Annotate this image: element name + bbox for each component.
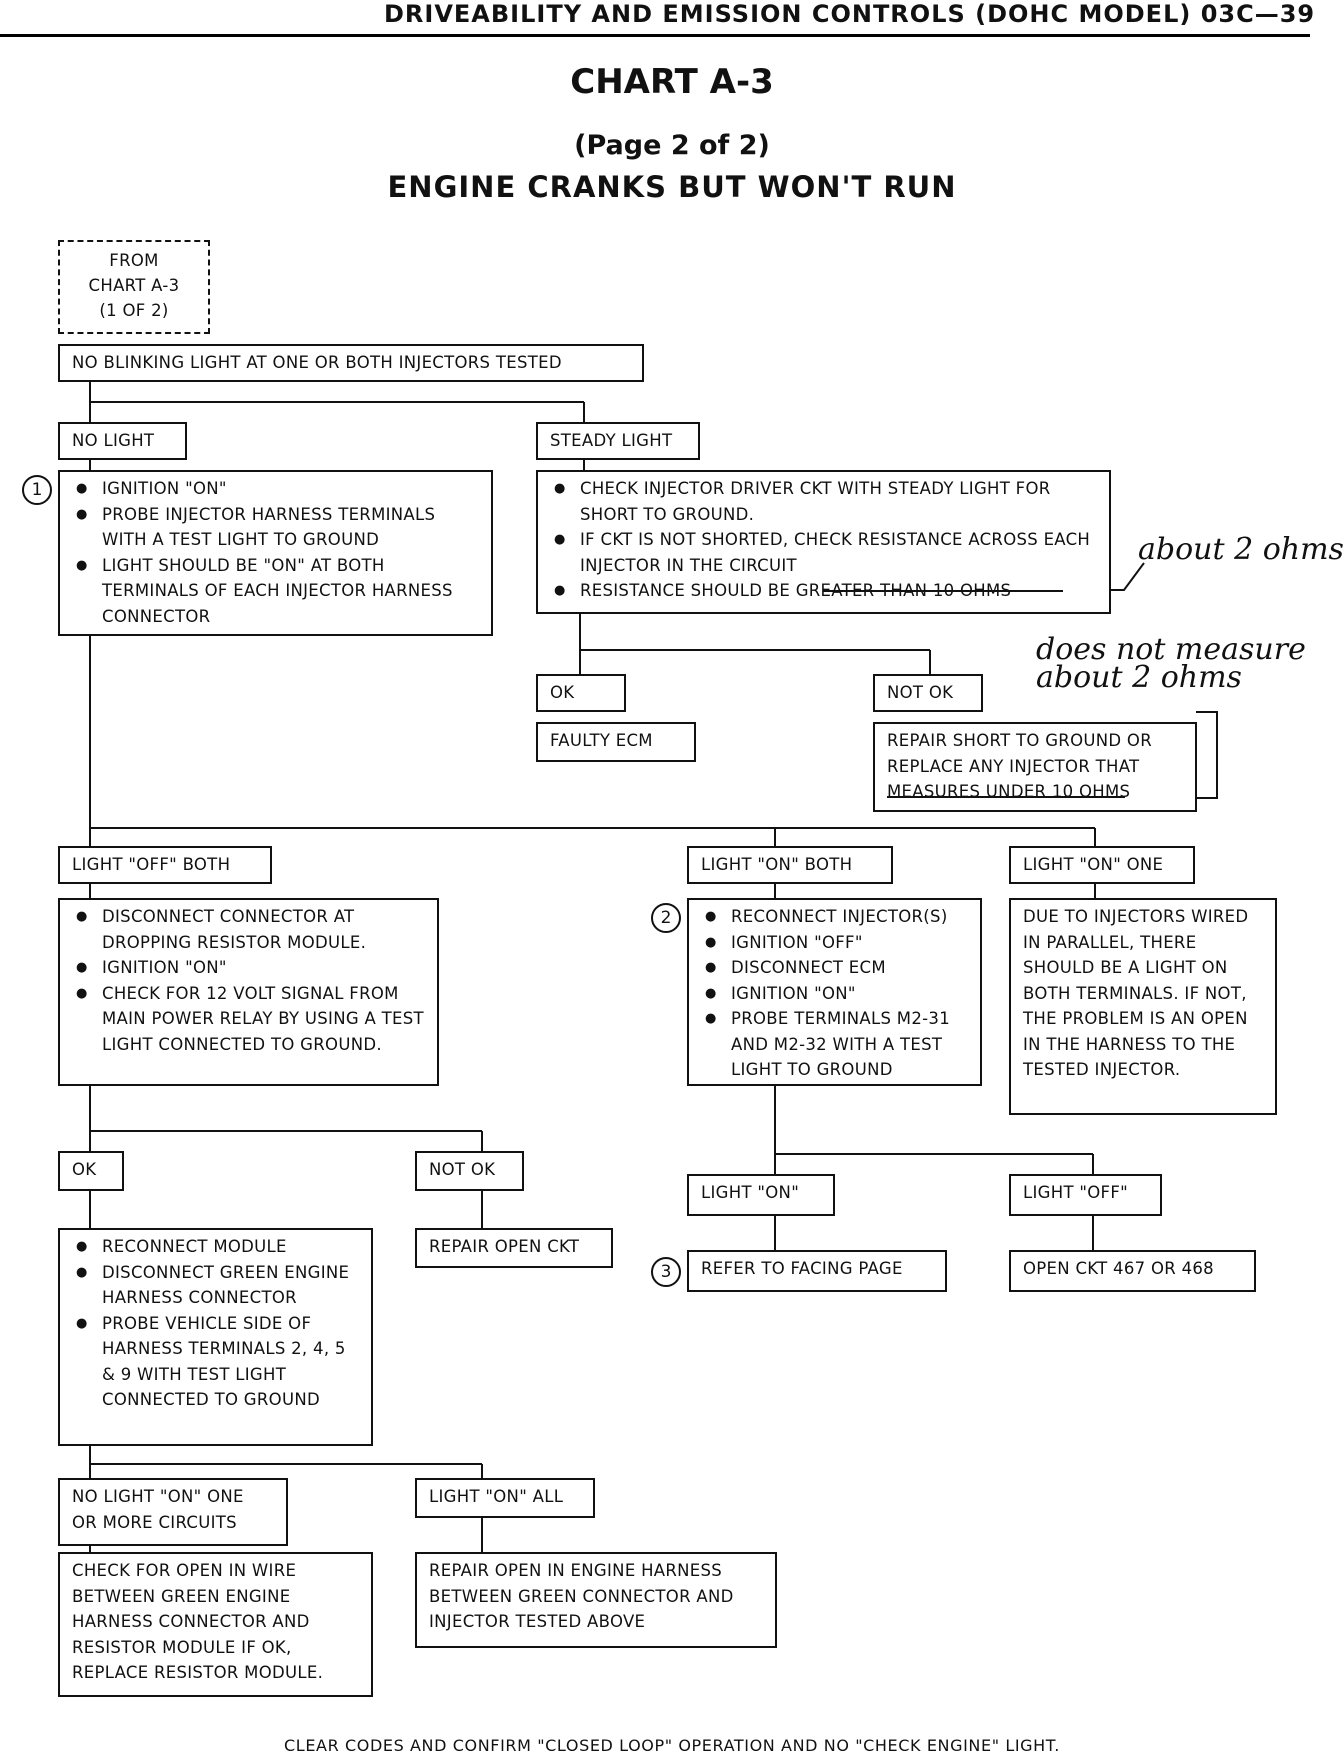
steady-ok-label: OK xyxy=(536,674,626,712)
light-off-not-ok-label: NOT OK xyxy=(415,1151,524,1191)
strikethrough xyxy=(823,590,1063,592)
ok-step: RECONNECT MODULE xyxy=(72,1234,359,1260)
footer-instruction: CLEAR CODES AND CONFIRM "CLOSED LOOP" OP… xyxy=(284,1736,1060,1755)
steady-not-ok-label: NOT OK xyxy=(873,674,983,712)
light-off-step: DISCONNECT CONNECTOR AT DROPPING RESISTO… xyxy=(72,904,425,955)
from-line-3: (1 OF 2) xyxy=(99,301,169,320)
light-on-step: IGNITION "ON" xyxy=(701,981,968,1007)
light-on-step: DISCONNECT ECM xyxy=(701,955,968,981)
light-on-one-label: LIGHT "ON" ONE xyxy=(1009,846,1195,884)
ecm-light-on-label: LIGHT "ON" xyxy=(687,1174,835,1216)
light-off-step: IGNITION "ON" xyxy=(72,955,425,981)
light-off-ok-label: OK xyxy=(58,1151,124,1191)
header-rule xyxy=(0,34,1310,37)
repair-short-text: REPAIR SHORT TO GROUND OR REPLACE ANY IN… xyxy=(887,731,1152,801)
no-light-step: LIGHT SHOULD BE "ON" AT BOTH TERMINALS O… xyxy=(72,553,479,630)
faulty-ecm-box: FAULTY ECM xyxy=(536,722,696,762)
light-off-step: CHECK FOR 12 VOLT SIGNAL FROM MAIN POWER… xyxy=(72,981,425,1058)
repair-engine-harness-box: REPAIR OPEN IN ENGINE HARNESS BETWEEN GR… xyxy=(415,1552,777,1648)
refer-facing-page-box: REFER TO FACING PAGE xyxy=(687,1250,947,1292)
from-line-2: CHART A-3 xyxy=(88,276,180,295)
page-label: (Page 2 of 2) xyxy=(574,130,770,161)
steady-light-steps: CHECK INJECTOR DRIVER CKT WITH STEADY LI… xyxy=(536,470,1111,614)
handwritten-note-not-ok-1: does not measure xyxy=(1036,632,1306,667)
step-marker-3: 3 xyxy=(651,1257,681,1287)
light-on-both-label: LIGHT "ON" BOTH xyxy=(687,846,893,884)
no-light-step: IGNITION "ON" xyxy=(72,476,479,502)
no-light-circuits-label: NO LIGHT "ON" ONE OR MORE CIRCUITS xyxy=(58,1478,288,1546)
light-on-step: PROBE TERMINALS M2-31 AND M2-32 WITH A T… xyxy=(701,1006,968,1083)
ok-step: DISCONNECT GREEN ENGINE HARNESS CONNECTO… xyxy=(72,1260,359,1311)
running-header: DRIVEABILITY AND EMISSION CONTROLS (DOHC… xyxy=(384,0,1316,28)
open-ckt-467-468-box: OPEN CKT 467 OR 468 xyxy=(1009,1250,1256,1292)
light-on-step: RECONNECT INJECTOR(S) xyxy=(701,904,968,930)
repair-short-box: REPAIR SHORT TO GROUND OR REPLACE ANY IN… xyxy=(873,722,1197,812)
start-box: NO BLINKING LIGHT AT ONE OR BOTH INJECTO… xyxy=(58,344,644,382)
light-on-step: IGNITION "OFF" xyxy=(701,930,968,956)
repair-open-ckt-box: REPAIR OPEN CKT xyxy=(415,1228,613,1268)
light-on-one-result: DUE TO INJECTORS WIRED IN PARALLEL, THER… xyxy=(1009,898,1277,1115)
ok-step: PROBE VEHICLE SIDE OF HARNESS TERMINALS … xyxy=(72,1311,359,1413)
steady-light-step: RESISTANCE SHOULD BE GREATER THAN 10 OHM… xyxy=(550,578,1097,604)
no-light-steps: IGNITION "ON" PROBE INJECTOR HARNESS TER… xyxy=(58,470,493,636)
no-light-step: PROBE INJECTOR HARNESS TERMINALS WITH A … xyxy=(72,502,479,553)
from-line-1: FROM xyxy=(109,251,159,270)
handwritten-note-resistance: about 2 ohms xyxy=(1138,532,1344,567)
no-light-label: NO LIGHT xyxy=(58,422,187,460)
handwritten-note-not-ok-2: about 2 ohms xyxy=(1036,660,1242,695)
light-off-ok-steps: RECONNECT MODULE DISCONNECT GREEN ENGINE… xyxy=(58,1228,373,1446)
light-on-both-steps: RECONNECT INJECTOR(S) IGNITION "OFF" DIS… xyxy=(687,898,982,1086)
check-open-wire-box: CHECK FOR OPEN IN WIRE BETWEEN GREEN ENG… xyxy=(58,1552,373,1697)
light-on-all-label: LIGHT "ON" ALL xyxy=(415,1478,595,1518)
strikethrough xyxy=(887,796,1125,798)
step-marker-2: 2 xyxy=(651,903,681,933)
chart-subtitle: ENGINE CRANKS BUT WON'T RUN xyxy=(387,170,957,204)
from-chart-box: FROM CHART A-3 (1 OF 2) xyxy=(58,240,210,334)
light-off-both-label: LIGHT "OFF" BOTH xyxy=(58,846,272,884)
step-marker-1: 1 xyxy=(22,475,52,505)
steady-light-step: IF CKT IS NOT SHORTED, CHECK RESISTANCE … xyxy=(550,527,1097,578)
chart-title: CHART A-3 xyxy=(570,62,774,102)
steady-light-label: STEADY LIGHT xyxy=(536,422,700,460)
light-off-both-steps: DISCONNECT CONNECTOR AT DROPPING RESISTO… xyxy=(58,898,439,1086)
steady-light-step: CHECK INJECTOR DRIVER CKT WITH STEADY LI… xyxy=(550,476,1097,527)
ecm-light-off-label: LIGHT "OFF" xyxy=(1009,1174,1162,1216)
